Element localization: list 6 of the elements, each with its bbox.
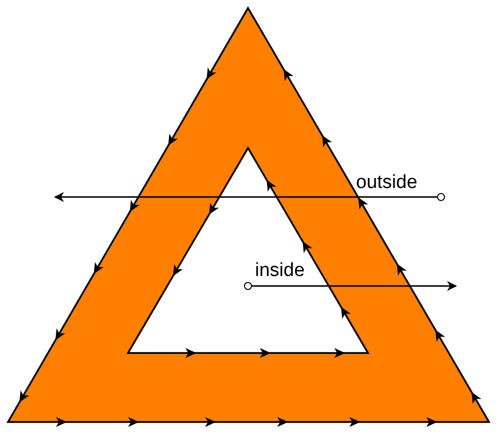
point-marker xyxy=(437,193,445,201)
arrow xyxy=(54,192,437,202)
point-label: outside xyxy=(356,173,418,192)
arrow xyxy=(252,281,457,291)
point-label: inside xyxy=(255,261,305,280)
point-marker xyxy=(244,282,252,290)
